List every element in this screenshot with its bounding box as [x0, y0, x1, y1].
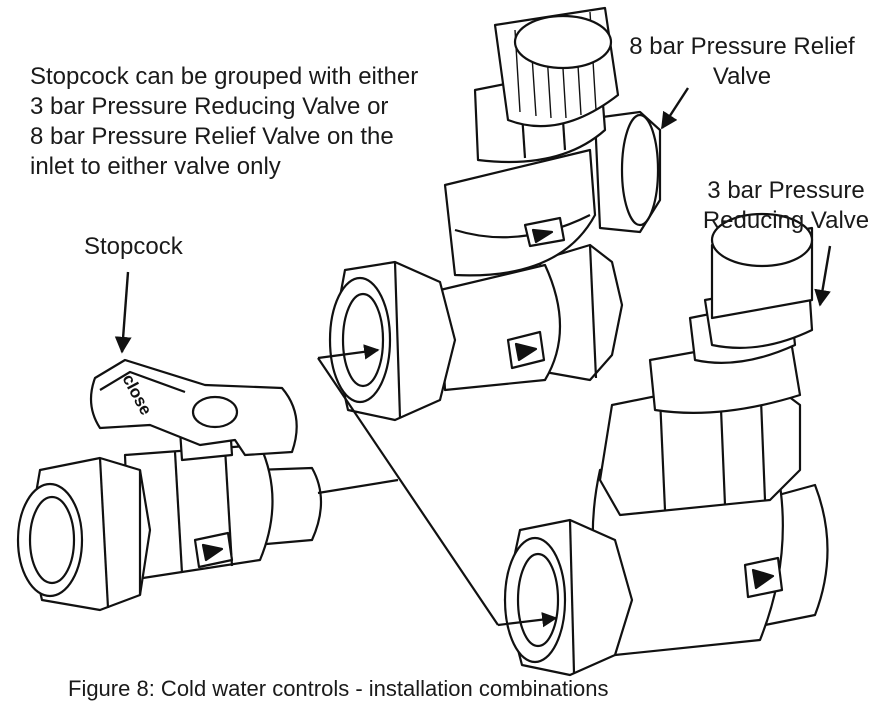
note-line: Stopcock can be grouped with either	[30, 63, 419, 90]
reducing-valve-illustration	[503, 212, 829, 677]
stopcock-label: Stopcock	[84, 233, 183, 260]
reducing-valve-label: 3 bar Pressure Reducing Valve	[700, 176, 872, 236]
reducing-valve-label-line: Reducing Valve	[702, 207, 870, 234]
relief-valve-illustration	[328, 6, 662, 422]
relief-valve-label-line: Valve	[712, 63, 772, 90]
reducing-valve-pointer-arrow	[814, 245, 832, 307]
connection-lines	[317, 344, 558, 628]
reducing-valve-label-line: 3 bar Pressure	[707, 177, 865, 204]
note-line: 3 bar Pressure Reducing Valve or	[30, 93, 389, 120]
relief-valve-label-line: 8 bar Pressure Relief	[629, 33, 855, 60]
grouping-note: Stopcock can be grouped with either 3 ba…	[30, 62, 418, 182]
note-line: inlet to either valve only	[30, 153, 281, 180]
note-line: 8 bar Pressure Relief Valve on the	[30, 123, 394, 150]
stopcock-pointer-arrow	[114, 271, 132, 354]
relief-valve-pointer-arrow	[660, 87, 690, 130]
relief-valve-label: 8 bar Pressure Relief Valve	[622, 32, 862, 92]
stopcock-illustration	[16, 358, 322, 612]
figure-caption: Figure 8: Cold water controls - installa…	[68, 676, 609, 701]
